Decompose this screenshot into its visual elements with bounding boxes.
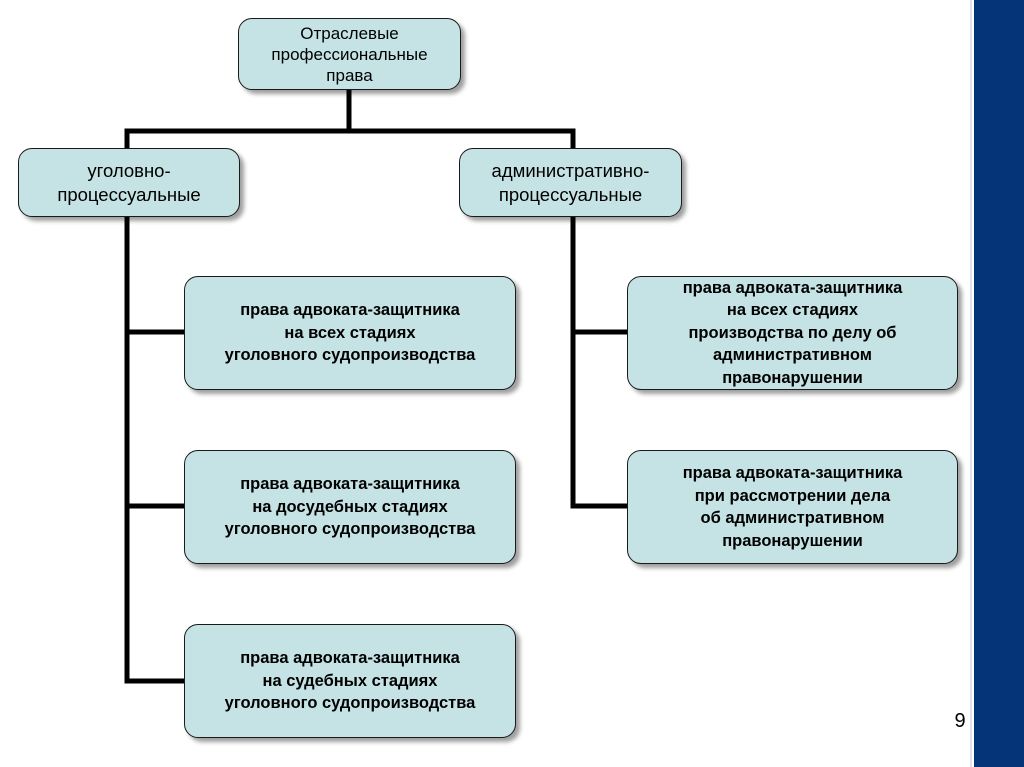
- leaf-node-admin-case-review-label: права адвоката-защитника при рассмотрени…: [682, 464, 903, 550]
- category-node-criminal: уголовно- процессуальные: [18, 148, 240, 217]
- leaf-node-admin-all-stages-label: права адвоката-защитника на всех стадиях…: [682, 278, 903, 387]
- leaf-node-criminal-pretrial-label: права адвоката-защитника на досудебных с…: [224, 475, 476, 539]
- slide-edge-line: [970, 0, 972, 767]
- side-accent-bar: [974, 0, 1024, 767]
- leaf-node-criminal-all-stages-label: права адвоката-защитника на всех стадиях…: [224, 301, 476, 365]
- leaf-node-criminal-pretrial: права адвоката-защитника на досудебных с…: [184, 450, 516, 564]
- leaf-node-criminal-trial-label: права адвоката-защитника на судебных ста…: [224, 649, 476, 713]
- category-node-administrative-label: административно- процессуальные: [491, 159, 650, 205]
- leaf-node-criminal-trial: права адвоката-защитника на судебных ста…: [184, 624, 516, 738]
- leaf-node-admin-all-stages: права адвоката-защитника на всех стадиях…: [627, 276, 958, 390]
- leaf-node-criminal-all-stages: права адвоката-защитника на всех стадиях…: [184, 276, 516, 390]
- root-node: Отраслевые профессиональные права: [238, 18, 461, 90]
- root-node-label: Отраслевые профессиональные права: [271, 23, 428, 85]
- category-node-administrative: административно- процессуальные: [459, 148, 682, 217]
- category-node-criminal-label: уголовно- процессуальные: [57, 159, 201, 205]
- leaf-node-admin-case-review: права адвоката-защитника при рассмотрени…: [627, 450, 958, 564]
- page-number: 9: [954, 710, 966, 732]
